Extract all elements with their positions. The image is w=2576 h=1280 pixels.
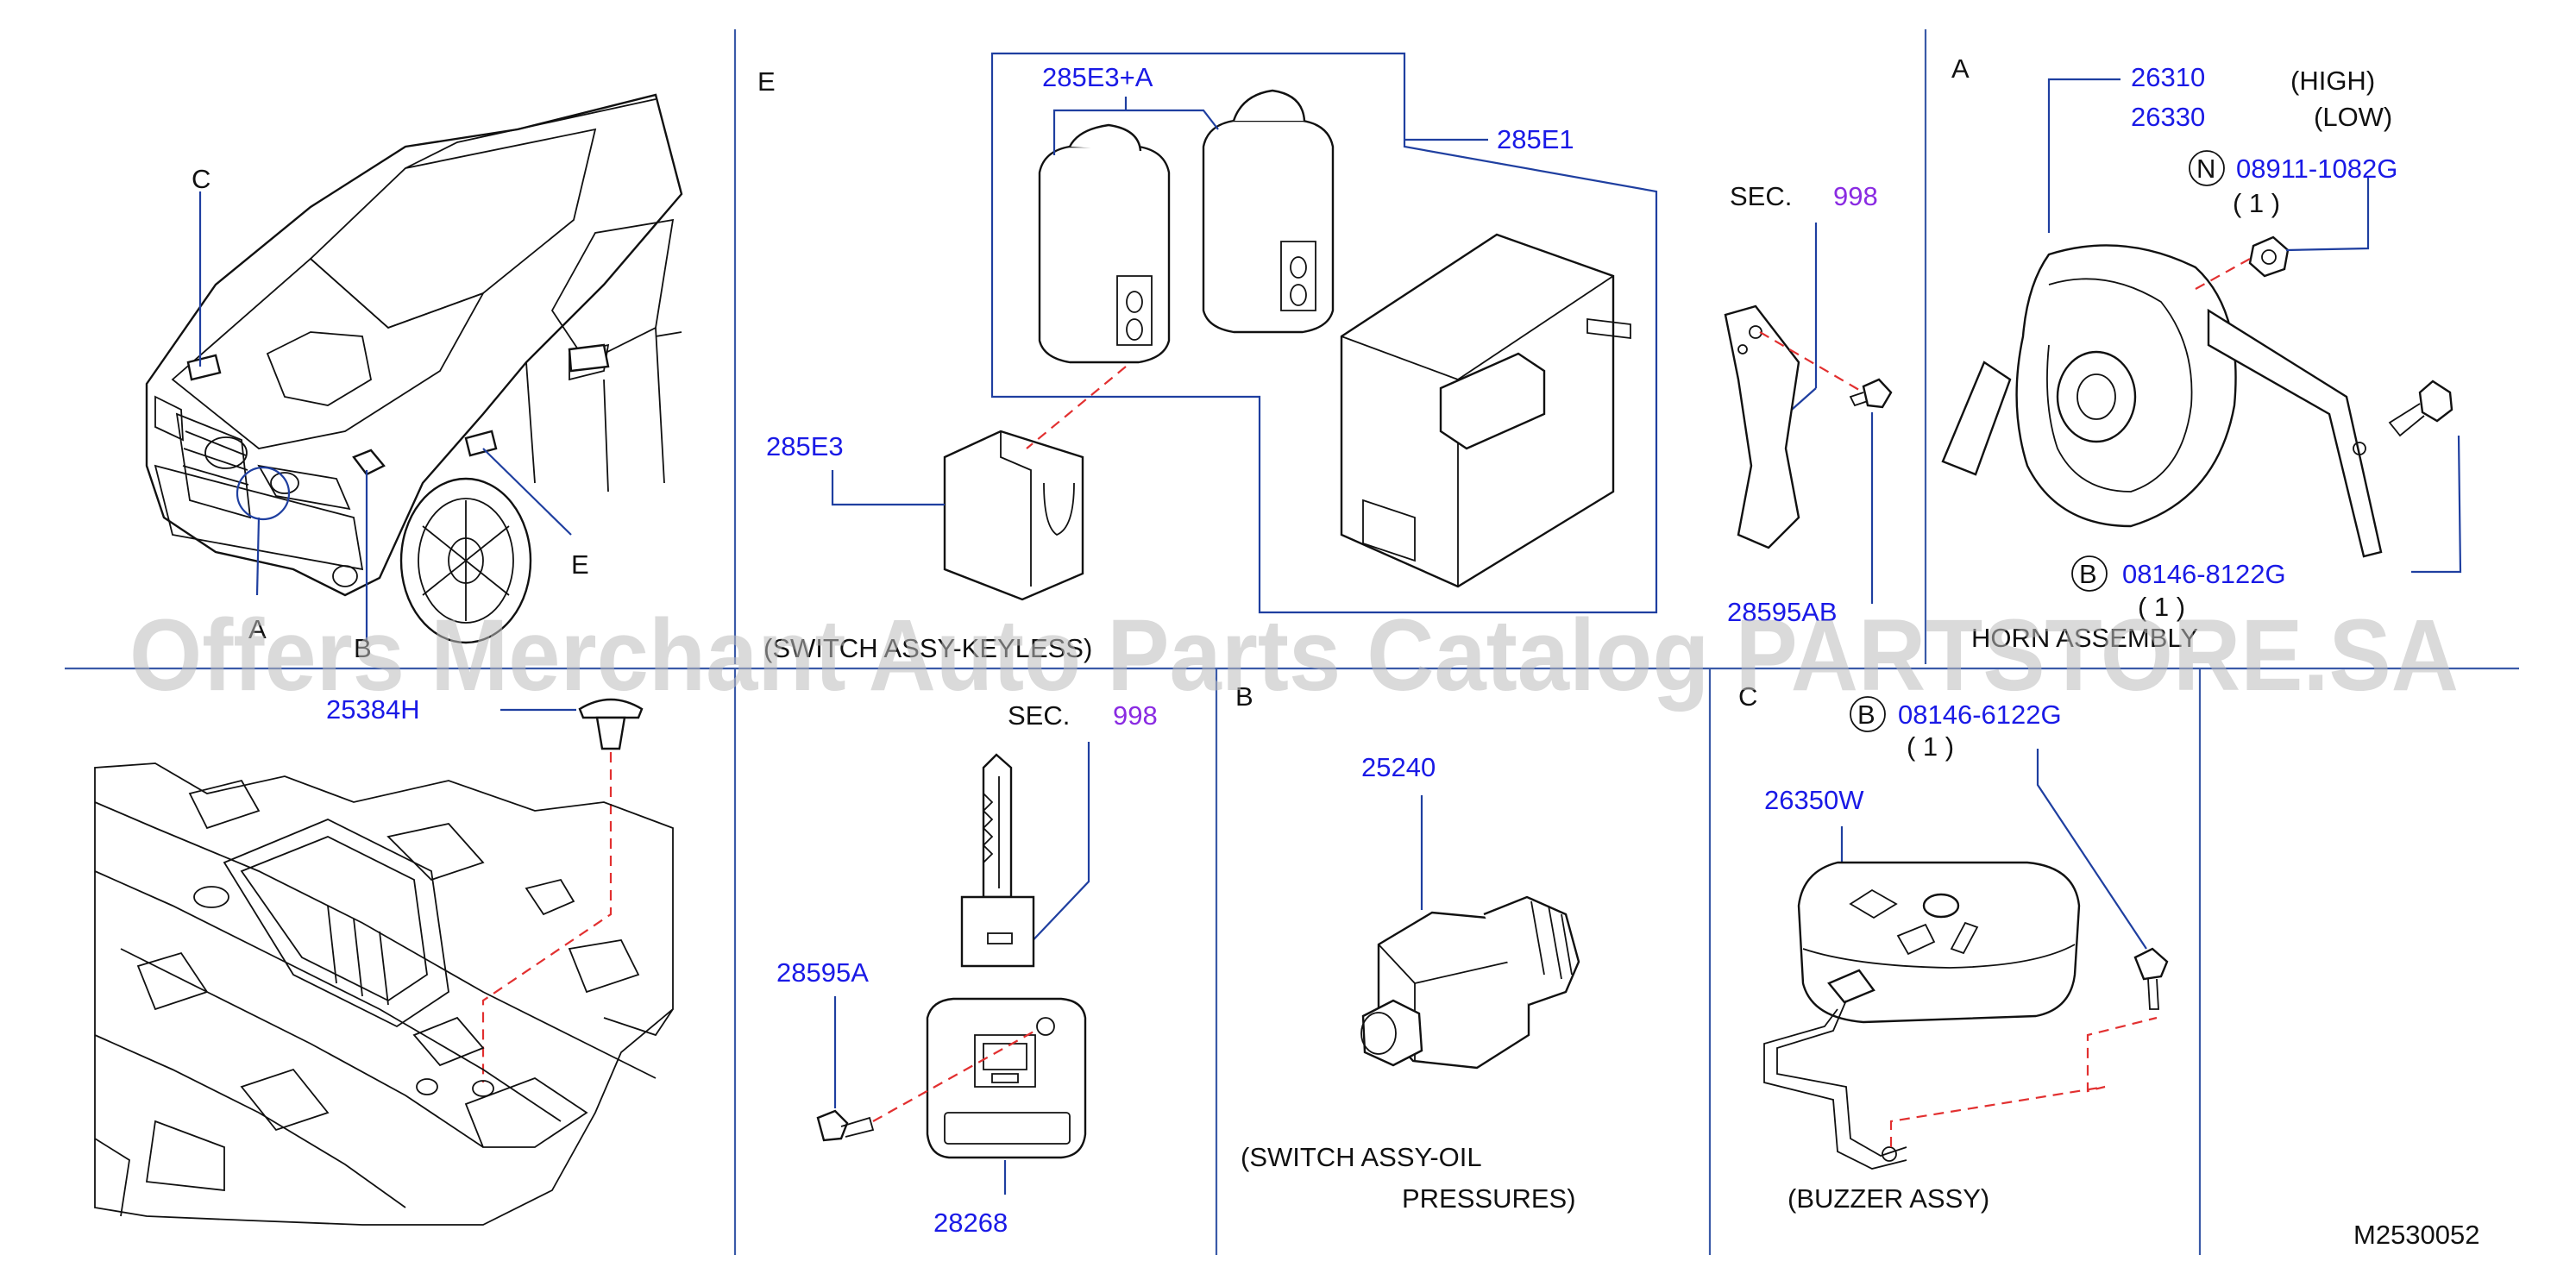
part-285e3a[interactable]: 285E3+A xyxy=(1042,62,1153,92)
b-circle-label-a: B xyxy=(2079,559,2097,589)
part-28268[interactable]: 28268 xyxy=(933,1208,1008,1238)
figure-code: M2530052 xyxy=(2353,1220,2480,1250)
part-28595ab[interactable]: 28595AB xyxy=(1727,597,1838,627)
panel-b-letter: B xyxy=(1235,681,1253,712)
label-low: (LOW) xyxy=(2314,102,2392,132)
sec-number-top[interactable]: 998 xyxy=(1833,181,1878,211)
sec-label-top: SEC. xyxy=(1730,181,1792,211)
panel-b-oil-pressure: B 25240 (SWITCH ASSY-OIL PRESSURES) xyxy=(1235,681,1580,1214)
sec-label-key: SEC. xyxy=(1008,700,1070,731)
part-285e1[interactable]: 285E1 xyxy=(1497,124,1574,154)
panel-c-buzzer: C B 08146-6122G ( 1 ) 26350W (BUZZER ASS… xyxy=(1738,681,2169,1214)
part-28595a[interactable]: 28595A xyxy=(776,957,869,988)
vehicle-overview: C E A B xyxy=(145,93,683,663)
caption-oil-1: (SWITCH ASSY-OIL xyxy=(1241,1142,1482,1172)
label-high: (HIGH) xyxy=(2290,66,2375,96)
panel-key: SEC. 998 28595A 28268 xyxy=(776,700,1158,1238)
vehicle-label-c: C xyxy=(192,164,210,194)
qty-08146-8122g: ( 1 ) xyxy=(2138,592,2185,622)
part-08146-6122g[interactable]: 08146-6122G xyxy=(1898,700,2062,730)
panel-e-letter: E xyxy=(757,66,776,97)
part-08911-1082g[interactable]: 08911-1082G xyxy=(2236,154,2397,184)
sec-number-key[interactable]: 998 xyxy=(1113,700,1158,731)
b-circle-label-c: B xyxy=(1857,700,1875,730)
part-25240[interactable]: 25240 xyxy=(1361,752,1436,782)
qty-08146-6122g: ( 1 ) xyxy=(1907,731,1954,762)
panel-floor: 25384H xyxy=(94,694,674,1226)
panel-dividers xyxy=(65,29,2519,1255)
panel-c-letter: C xyxy=(1738,681,1757,712)
watermark-text: Offers Merchant Auto Parts Catalog PARTS… xyxy=(129,599,2459,712)
part-25384h[interactable]: 25384H xyxy=(326,694,420,725)
qty-08911: ( 1 ) xyxy=(2233,188,2280,218)
n-circle-label: N xyxy=(2196,154,2215,184)
caption-oil-2: PRESSURES) xyxy=(1402,1183,1576,1214)
caption-switch-keyless: (SWITCH ASSY-KEYLESS) xyxy=(763,633,1092,663)
panel-sec998-top: SEC. 998 28595AB xyxy=(1724,181,1893,627)
vehicle-label-e: E xyxy=(571,549,589,580)
part-08146-8122g[interactable]: 08146-8122G xyxy=(2122,559,2286,589)
part-26350w[interactable]: 26350W xyxy=(1764,785,1864,815)
part-26330[interactable]: 26330 xyxy=(2131,102,2205,132)
caption-horn-assembly: HORN ASSEMBLY xyxy=(1971,623,2198,653)
vehicle-label-b: B xyxy=(354,633,372,663)
part-26310[interactable]: 26310 xyxy=(2131,62,2205,92)
part-285e3[interactable]: 285E3 xyxy=(766,431,844,461)
caption-buzzer: (BUZZER ASSY) xyxy=(1787,1183,1989,1214)
panel-e-keyless: E 285E3+A 285E1 285E3 xyxy=(757,52,1658,614)
panel-a-letter: A xyxy=(1951,53,1970,84)
vehicle-label-a: A xyxy=(248,614,267,644)
panel-a-horn: A 26310 (HIGH) 26330 (LOW) N 08911-1082G… xyxy=(1941,53,2462,653)
